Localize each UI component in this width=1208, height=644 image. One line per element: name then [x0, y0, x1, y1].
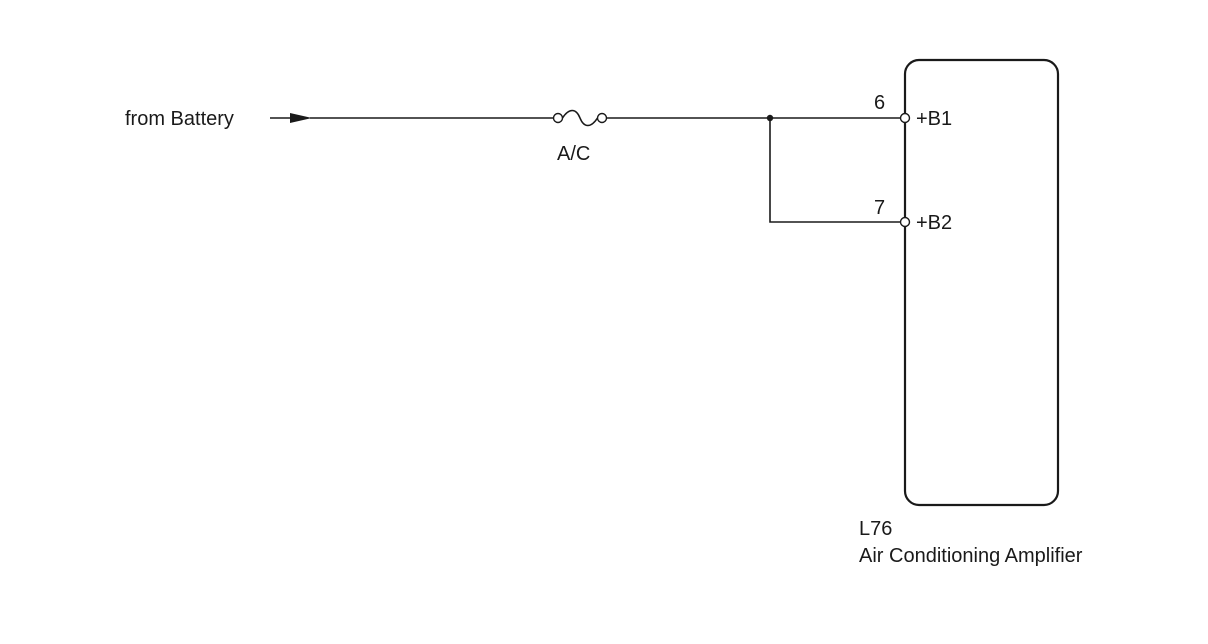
component-name: Air Conditioning Amplifier — [859, 545, 1083, 567]
fuse-label: A/C — [557, 143, 590, 165]
terminal-pin-7-icon — [899, 216, 911, 228]
terminal-name: +B1 — [916, 108, 952, 130]
fuse-icon — [552, 109, 608, 127]
terminal-pin-number: 6 — [874, 92, 885, 114]
terminal-pin-6-icon — [899, 112, 911, 124]
amplifier-box — [903, 58, 1060, 507]
source-label: from Battery — [125, 108, 234, 130]
terminal-name: +B2 — [916, 212, 952, 234]
source-arrow-icon — [290, 113, 312, 123]
terminal-pin-number: 7 — [874, 197, 885, 219]
wire-branch-to-b2 — [769, 118, 900, 223]
component-code: L76 — [859, 518, 892, 540]
